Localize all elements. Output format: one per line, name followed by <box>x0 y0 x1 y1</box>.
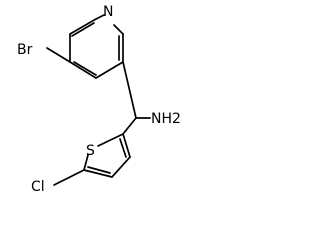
bromine-label: Br <box>17 42 33 58</box>
bond-c4-c5-thiophene-inner <box>87 166 111 174</box>
bond-c1-n <box>113 24 124 35</box>
bond-c3-c4-thiophene <box>111 156 131 178</box>
bond-c4-c5 <box>69 61 97 79</box>
pyridine-ring <box>69 14 124 79</box>
bond-c2-c3-thiophene <box>122 133 131 158</box>
bond-ch-thiophene <box>122 117 137 135</box>
chemical-structure: N Br NH2 S Cl <box>17 4 181 195</box>
sulfur-label: S <box>86 143 95 159</box>
nitrogen-label: N <box>103 4 113 20</box>
bond-c4-c5-thiophene <box>83 169 113 178</box>
bond-c2-c3-inner <box>71 22 95 37</box>
bond-c5-s <box>83 154 89 171</box>
bond-n-c2 <box>95 14 105 20</box>
amine-label: NH2 <box>151 111 181 127</box>
bond-thiophene-chlorine <box>53 169 85 186</box>
bond-c2-c3 <box>69 18 97 35</box>
bond-c2-c3-thiophene-inner <box>119 138 127 158</box>
thiophene-ring <box>83 133 131 178</box>
bond-c5-c6 <box>95 61 124 79</box>
bond-c4-c5-inner <box>73 61 97 76</box>
bond-ring-bromine <box>46 47 71 63</box>
bond-s-c2 <box>97 133 124 147</box>
chlorine-label: Cl <box>31 179 45 195</box>
bond-ring-ch <box>122 61 137 119</box>
